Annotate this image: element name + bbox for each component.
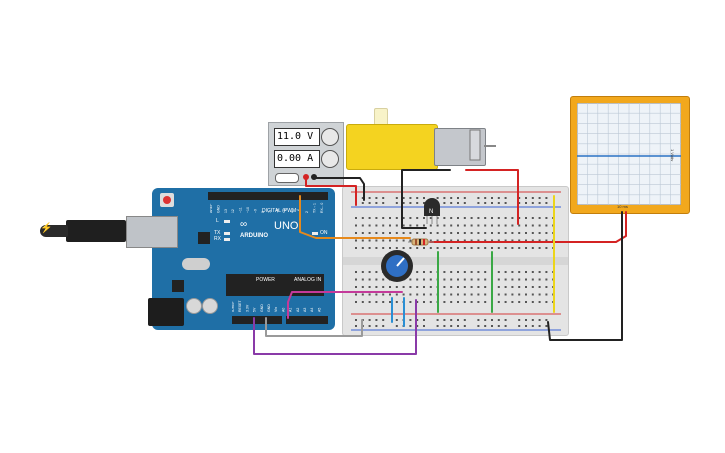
led-l-label: L [216, 218, 219, 224]
voltage-display: 11.0 V [274, 128, 320, 146]
wire-gray [265, 317, 363, 337]
arduino-logo-icon: ∞ [240, 219, 248, 230]
led-on-label: ON [320, 230, 328, 236]
wire-black-motor [401, 169, 451, 229]
digital-label: DIGITAL (PWM~) [262, 208, 301, 214]
breadboard[interactable] [342, 186, 569, 336]
wire-red-motor [465, 169, 519, 225]
pin-label: AREF [210, 204, 213, 213]
pin-label: 13 [224, 209, 228, 213]
analog-label: ANALOG IN [294, 277, 322, 283]
led-rx [224, 238, 230, 241]
voltage-knob[interactable] [321, 128, 339, 146]
usb-chip [198, 232, 210, 244]
pin-label: RX←0 [320, 203, 324, 213]
reset-button[interactable] [160, 193, 174, 207]
pin-label: ~10 [246, 207, 250, 213]
pin-label: 8 [261, 211, 265, 213]
led-on [312, 232, 318, 235]
scope-scale-bottom: 10 ms [617, 204, 628, 209]
resistor[interactable] [408, 238, 434, 246]
pin-label: RESET [238, 300, 242, 312]
pin-label: GND [260, 304, 264, 312]
voltage-regulator [172, 280, 184, 292]
pin-label: ~5 [283, 209, 287, 213]
pin-label: 4 [290, 211, 294, 213]
wire-magenta [287, 291, 403, 319]
usb-connector[interactable] [126, 216, 178, 248]
usb-cable[interactable] [66, 220, 126, 242]
pin-label: IOREF [232, 301, 235, 312]
crystal [182, 258, 210, 270]
pin-label: A3 [303, 308, 307, 312]
pin-label: ~9 [253, 209, 257, 213]
usb-cable-end [40, 225, 68, 237]
pin-label: GND [267, 304, 271, 312]
wire-purple [253, 299, 417, 355]
pin-label: 7 [268, 211, 272, 213]
current-knob[interactable] [321, 150, 339, 168]
analog-header[interactable] [286, 316, 328, 324]
capacitor-2 [202, 298, 218, 314]
led-l [224, 220, 230, 223]
pin-label: 2 [305, 211, 309, 213]
pin-label: TX→1 [313, 203, 317, 213]
pin-label: ~11 [239, 207, 243, 213]
arduino-model: UNO [274, 220, 299, 232]
pin-label: A0 [281, 308, 285, 312]
wire-black-supply [313, 177, 365, 201]
dc-power-jack[interactable] [148, 298, 184, 326]
pin-label: 5V [253, 307, 257, 312]
wire-red-scope [429, 211, 627, 243]
npn-transistor[interactable] [424, 198, 440, 224]
led-rx-label: RX [214, 236, 221, 242]
pin-label: GND [216, 205, 220, 213]
oscilloscope[interactable]: 10 ms 1 V/div [570, 96, 690, 214]
atmega-chip [226, 274, 324, 296]
potentiometer[interactable] [381, 250, 413, 282]
pin-label: Vin [274, 307, 278, 312]
pin-label: 3.3V [245, 304, 249, 312]
current-display: 0.00 A [274, 150, 320, 168]
pin-label: A2 [296, 308, 300, 312]
power-label-bottom: POWER [256, 277, 275, 283]
power-supply[interactable]: 11.0 V 0.00 A [268, 122, 344, 186]
pin-label: 12 [231, 209, 235, 213]
arduino-brand: ARDUINO [240, 233, 268, 239]
power-header[interactable] [232, 316, 282, 324]
led-tx [224, 232, 230, 235]
capacitor-1 [186, 298, 202, 314]
usb-lightning-icon: ⚡ [40, 223, 53, 234]
wire-red-supply [305, 177, 357, 206]
digital-header[interactable] [208, 192, 328, 200]
pin-label: A1 [289, 308, 293, 312]
pin-label: A4 [310, 308, 314, 312]
breadboard-holes [343, 191, 568, 331]
wire-black-scope [547, 211, 623, 341]
oscilloscope-screen [577, 103, 681, 205]
wire-orange [299, 195, 411, 239]
pin-label: ~6 [276, 209, 280, 213]
led-tx-label: TX [214, 230, 221, 236]
power-supply-switch[interactable] [275, 173, 299, 183]
motor-terminal-plate [469, 129, 481, 161]
pin-label: A5 [317, 308, 321, 312]
transistor-label: N [429, 209, 433, 215]
